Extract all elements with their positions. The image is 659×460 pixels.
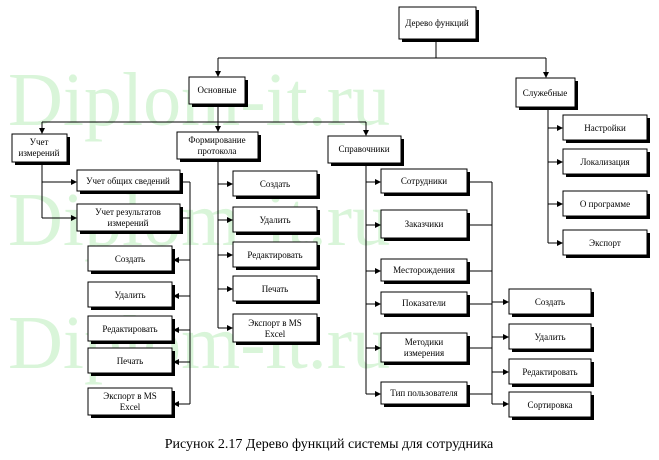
svg-text:Основные: Основные [198,85,237,95]
svg-text:Заказчики: Заказчики [405,219,444,229]
svg-text:Excel: Excel [120,402,141,412]
node-uchet-redaktirovat: Редактировать [87,315,175,344]
svg-text:Diplom-it.ru: Diplom-it.ru [8,301,390,385]
svg-text:Редактировать: Редактировать [522,367,577,377]
node-uchet-pechat: Печать [87,347,175,376]
node-sotrudniki: Сотрудники [380,168,470,196]
svg-text:Учет: Учет [30,137,49,147]
svg-text:Удалить: Удалить [114,290,145,300]
svg-text:Тип пользователя: Тип пользователя [390,388,457,398]
node-sprav-redaktirovat: Редактировать [508,358,594,387]
svg-text:Печать: Печать [117,356,144,366]
node-sprav-sortirovka: Сортировка [508,391,594,420]
svg-text:Удалить: Удалить [259,215,290,225]
svg-text:Excel: Excel [265,329,286,339]
svg-text:Справочники: Справочники [338,144,389,154]
node-uchet-export: Экспорт в MS Excel [87,387,175,418]
svg-text:Настройки: Настройки [584,123,626,133]
watermark: Diplom-it.ru Diplom-it.ru Diplom-it.ru [8,58,390,385]
node-uchet-izmereniy: Учет измерений [11,133,70,165]
svg-text:Месторождения: Месторождения [393,265,455,275]
svg-text:Дерево функций: Дерево функций [405,18,469,28]
svg-text:измерения: измерения [404,348,444,358]
node-spravochniki: Справочники [327,135,404,166]
node-pokazateli: Показатели [380,291,470,317]
node-tip-polzovatelya: Тип пользователя [380,381,470,407]
svg-text:О программе: О программе [580,199,630,209]
node-mestorozhdeniya: Месторождения [380,258,470,284]
node-uchet-udalit: Удалить [87,281,175,310]
svg-text:Локализация: Локализация [580,157,629,167]
node-uchet-obshchih: Учет общих сведений [76,169,183,194]
svg-text:Учет результатов: Учет результатов [95,207,161,217]
node-osnovnye: Основные [188,76,248,107]
figure-caption: Рисунок 2.17 Дерево функций системы для … [165,437,494,452]
node-prot-redaktirovat: Редактировать [232,241,320,270]
connectors [39,38,563,407]
node-root: Дерево функций [398,6,479,42]
node-prot-udalit: Удалить [232,206,320,235]
node-o-programme: О программе [562,190,650,219]
svg-text:Методики: Методики [405,337,444,347]
node-nastroyki: Настройки [562,114,650,143]
node-formirovanie-protokola: Формирование протокола [176,131,261,162]
node-prot-export: Экспорт в MS Excel [232,313,320,345]
svg-text:Формирование: Формирование [188,135,245,145]
svg-text:Редактировать: Редактировать [102,324,157,334]
node-zakazchiki: Заказчики [380,209,470,241]
svg-text:Diplom-it.ru: Diplom-it.ru [8,178,390,262]
svg-text:Удалить: Удалить [534,332,565,342]
svg-text:Редактировать: Редактировать [247,250,302,260]
svg-text:Служебные: Служебные [523,88,567,98]
svg-text:Сортировка: Сортировка [527,400,572,410]
node-uchet-sozdat: Создать [87,245,175,274]
svg-text:Создать: Создать [535,297,565,307]
svg-text:Экспорт в MS: Экспорт в MS [248,318,301,328]
svg-text:Создать: Создать [260,179,290,189]
svg-text:Экспорт в MS: Экспорт в MS [103,391,156,401]
node-prot-pechat: Печать [232,275,320,304]
node-metodiki: Методики измерения [380,332,470,365]
node-sluzhebnye: Служебные [515,77,578,110]
node-lokalizaciya: Локализация [562,148,650,177]
svg-text:Показатели: Показатели [402,298,446,308]
node-eksport: Экспорт [562,229,650,258]
node-prot-sozdat: Создать [232,170,320,199]
svg-text:Экспорт: Экспорт [589,238,621,248]
svg-text:измерений: измерений [108,218,149,228]
node-sprav-udalit: Удалить [508,323,594,352]
svg-text:Учет общих сведений: Учет общих сведений [86,176,170,186]
svg-text:Создать: Создать [115,254,145,264]
node-uchet-rezultatov: Учет результатов измерений [76,203,183,234]
svg-text:протокола: протокола [198,146,237,156]
node-sprav-sozdat: Создать [508,288,594,317]
svg-text:Сотрудники: Сотрудники [401,176,447,186]
svg-text:Печать: Печать [262,284,289,294]
svg-text:измерений: измерений [19,148,60,158]
